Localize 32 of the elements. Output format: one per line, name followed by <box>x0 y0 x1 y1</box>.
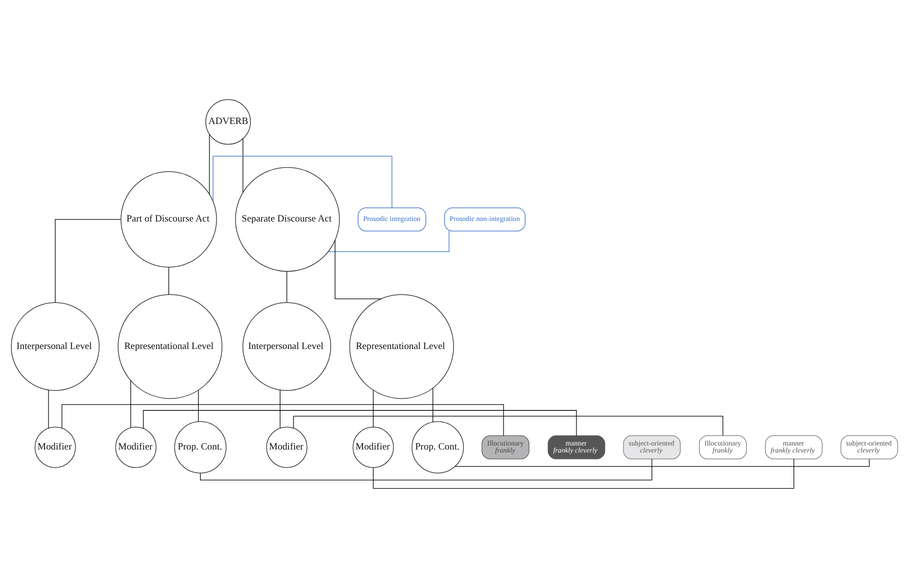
node-circle: Interpersonal Level <box>242 302 332 391</box>
connector <box>143 410 577 436</box>
node-circle: Separate Discourse Act <box>235 167 340 272</box>
node-circle: Modifier <box>115 426 156 468</box>
node-circle: Modifier <box>34 426 76 468</box>
connector <box>168 267 170 295</box>
connector <box>454 458 870 467</box>
node-circle: Part of Discourse Act <box>120 171 217 268</box>
connector <box>372 458 794 489</box>
connector <box>293 416 724 436</box>
connector <box>242 138 244 193</box>
connector <box>62 404 504 436</box>
node-circle: Interpersonal Level <box>10 302 100 391</box>
connector <box>130 380 132 428</box>
connector <box>432 388 434 422</box>
node-circle: Prop. Cont. <box>412 421 464 474</box>
connector <box>198 390 199 422</box>
connector <box>328 230 450 252</box>
connector <box>334 240 382 300</box>
node-circle: Modifier <box>266 426 308 468</box>
node-circle: Representational Level <box>349 294 454 399</box>
connector <box>212 156 392 208</box>
connector <box>54 219 122 303</box>
connector <box>286 271 288 303</box>
connector <box>48 390 49 428</box>
connector <box>209 134 210 194</box>
connector <box>200 458 652 480</box>
node-circle: Prop. Cont. <box>174 421 226 474</box>
node-circle: Modifier <box>352 426 394 468</box>
node-circle: Representational Level <box>118 294 222 399</box>
node-circle: ADVERB <box>205 99 251 145</box>
connector <box>372 390 374 428</box>
